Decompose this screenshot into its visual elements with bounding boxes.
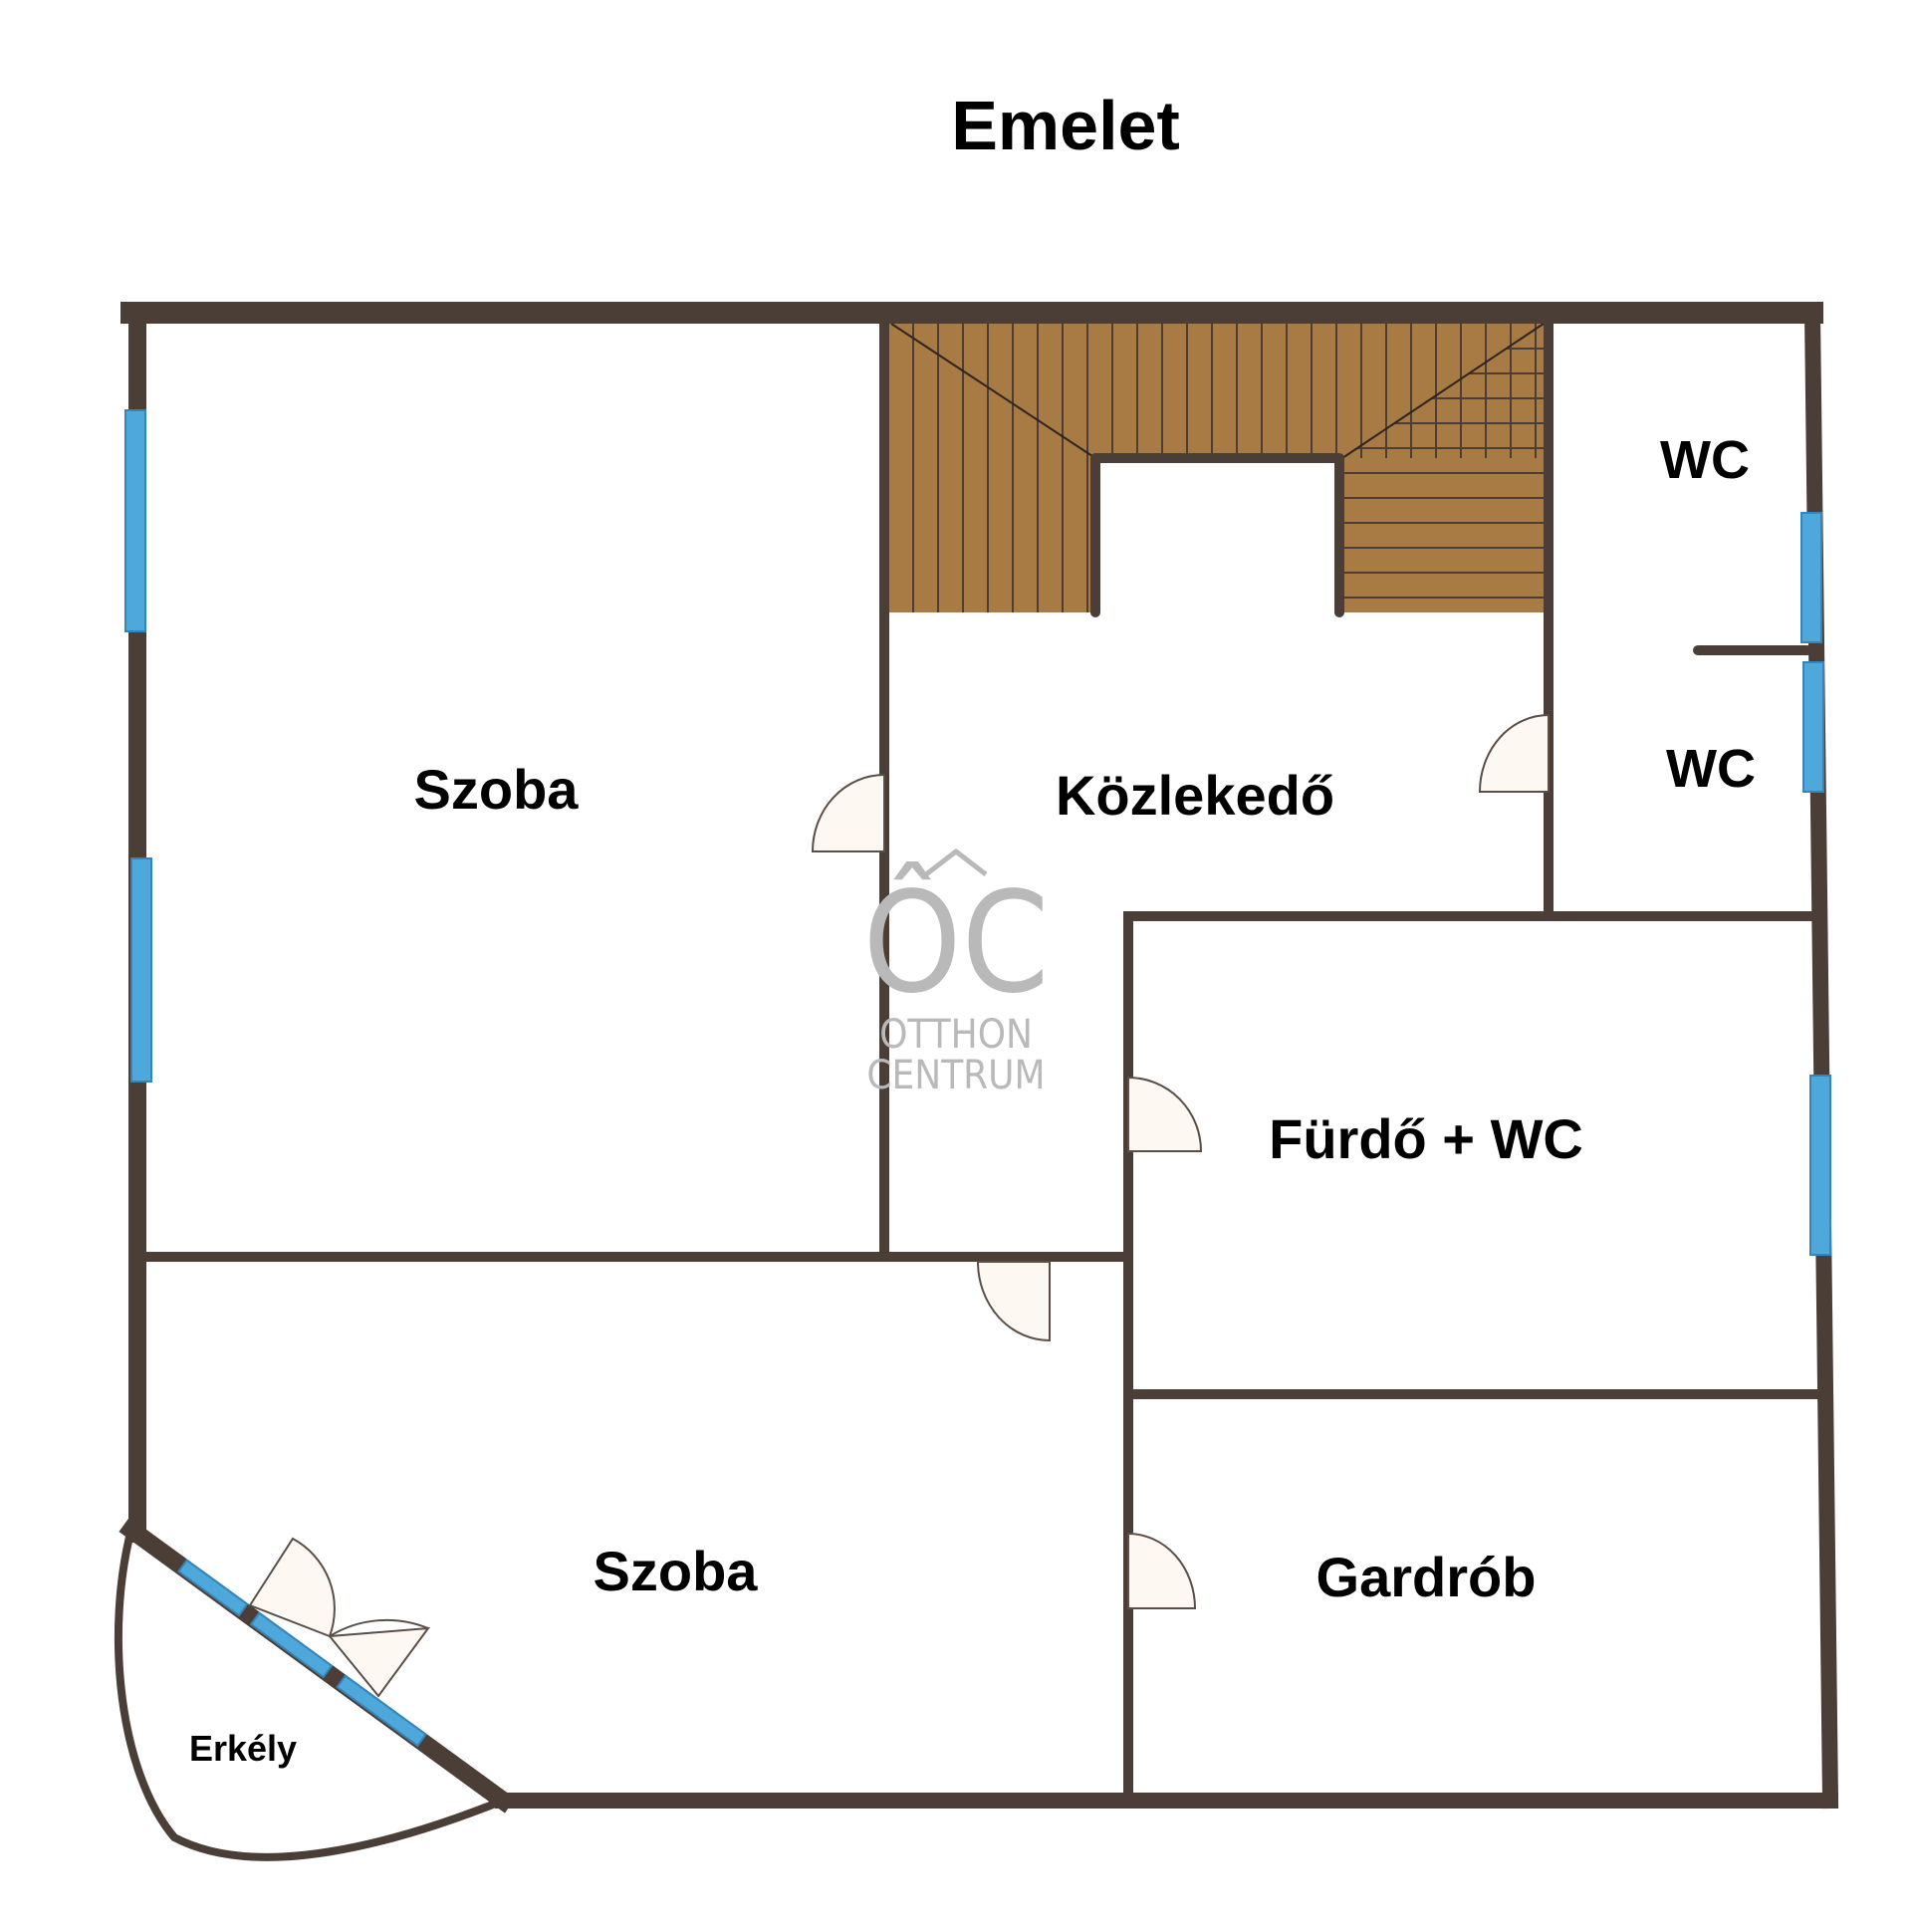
door-balcony-left <box>248 1537 336 1638</box>
roof-icon <box>924 848 988 876</box>
balcony-outline <box>114 1528 505 1861</box>
window-wc-top <box>1800 512 1822 643</box>
door-balcony-right <box>328 1626 431 1698</box>
room-label-szoba-bottom: Szoba <box>594 1540 759 1602</box>
staircase <box>888 323 1545 617</box>
logo-line-2: CENTRUM <box>866 1053 1045 1098</box>
door-wc <box>1478 713 1550 793</box>
room-label-furdo: Fürdő + WC <box>1269 1107 1583 1170</box>
room-label-wc-top: WC <box>1660 430 1750 490</box>
logo-line-1: OTTHON <box>879 1012 1033 1058</box>
door-szoba-top <box>811 773 885 852</box>
logo-mark: ÔC <box>862 860 1049 1025</box>
windows <box>124 409 1831 1748</box>
window-wc-bottom <box>1802 661 1824 793</box>
room-label-szoba-top: Szoba <box>414 758 580 821</box>
door-szoba-bottom <box>976 1261 1051 1342</box>
room-label-kozlekedo: Közlekedő <box>1056 764 1334 827</box>
room-label-erkely: Erkély <box>189 1728 297 1769</box>
doors <box>248 713 1550 1698</box>
window-szoba-left-1 <box>124 409 146 632</box>
room-label-wc-bottom: WC <box>1666 739 1756 799</box>
door-gardrob <box>1127 1532 1197 1609</box>
window-balcony-3 <box>336 1674 427 1748</box>
window-balcony-1 <box>176 1559 249 1617</box>
window-balcony-2 <box>249 1611 334 1679</box>
room-label-gardrob: Gardrób <box>1316 1546 1537 1608</box>
window-furdo <box>1809 1075 1831 1256</box>
door-furdo <box>1127 1076 1203 1152</box>
plan-title: Emelet <box>951 87 1180 164</box>
otthon-centrum-logo: ÔC OTTHON CENTRUM <box>862 848 1050 1098</box>
window-szoba-left-2 <box>130 857 152 1083</box>
